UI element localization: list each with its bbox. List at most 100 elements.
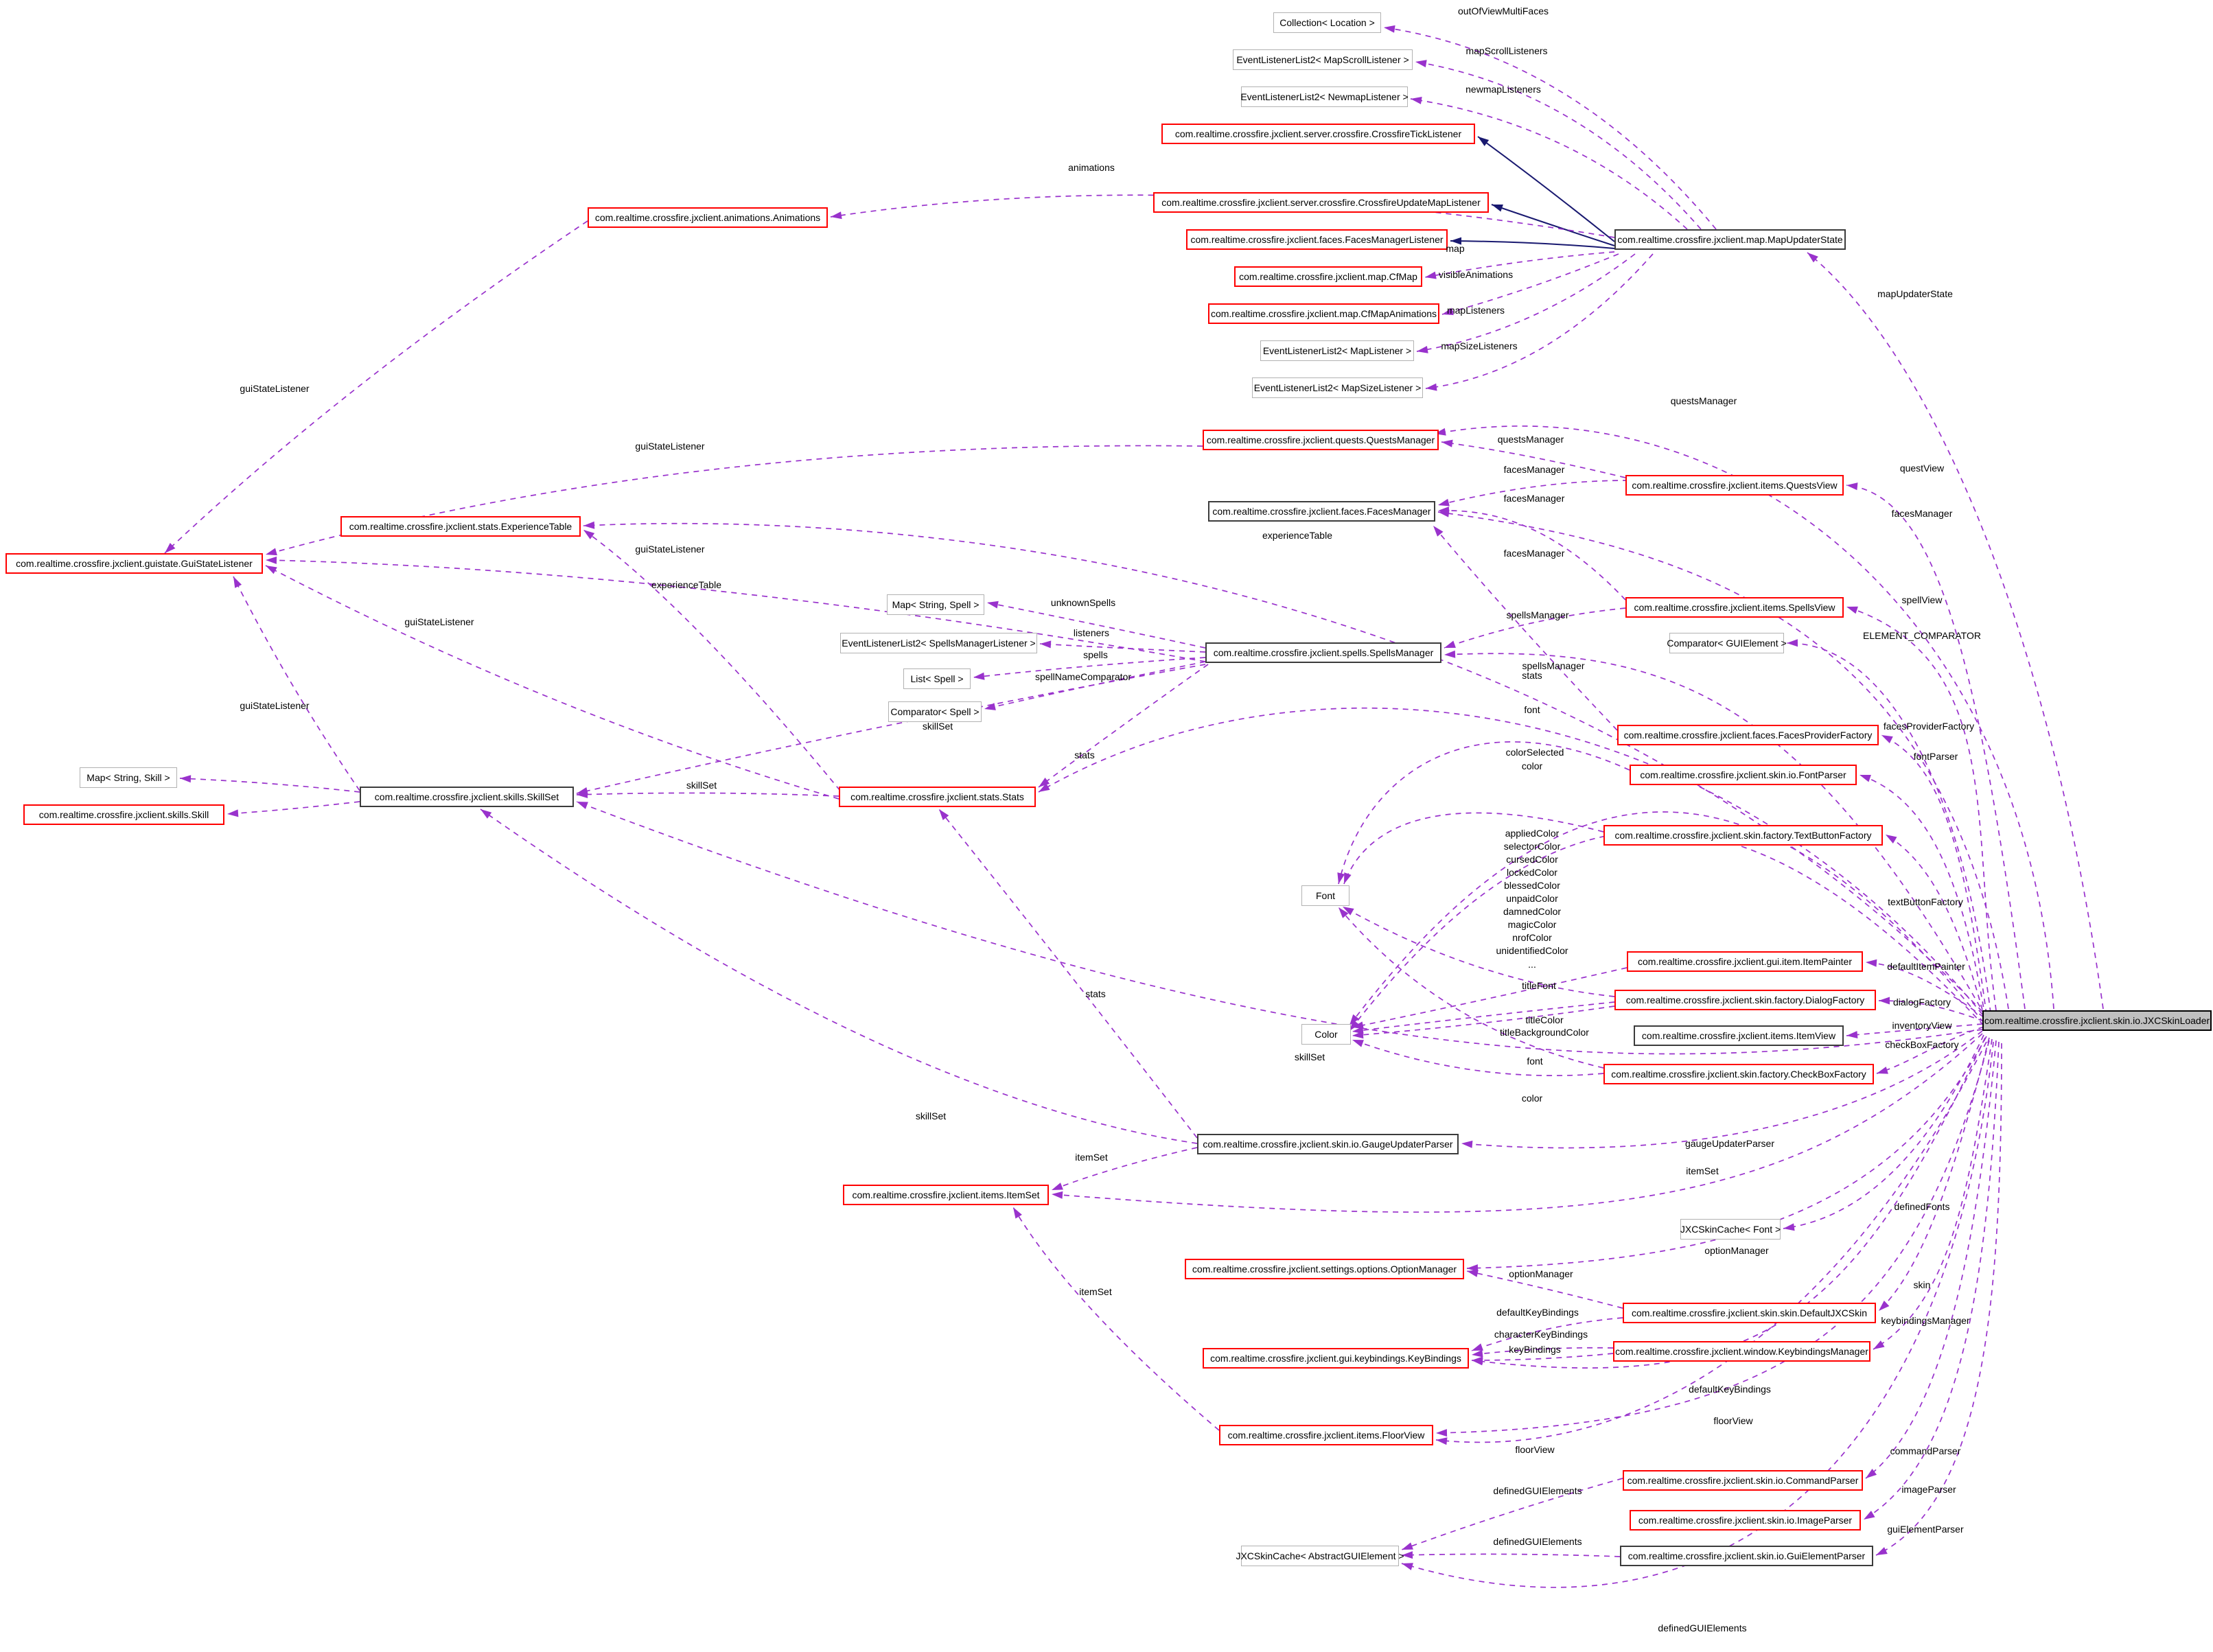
edge-label-animations: animations (1068, 162, 1115, 173)
usage-edge-1 (1415, 61, 1702, 230)
class-node-skillset[interactable]: com.realtime.crossfire.jxclient.skills.S… (360, 787, 574, 807)
arrowhead (1846, 482, 1858, 491)
class-node-jxcskinloader[interactable]: com.realtime.crossfire.jxclient.skin.io.… (1982, 1010, 2212, 1031)
edge-label-floorView: floorView (1515, 1444, 1555, 1455)
class-node-animations[interactable]: com.realtime.crossfire.jxclient.animatio… (588, 207, 828, 228)
class-node-eventlistenerlist2-newmaplistener[interactable]: EventListenerList2< NewmapListener > (1240, 86, 1409, 107)
edge-label-defaultKeyBindings: defaultKeyBindings (1496, 1307, 1579, 1318)
class-node-dialog-factory[interactable]: com.realtime.crossfire.jxclient.skin.fac… (1614, 990, 1876, 1010)
usage-edge-41 (1349, 811, 1984, 1026)
class-node-command-parser[interactable]: com.realtime.crossfire.jxclient.skin.io.… (1623, 1470, 1863, 1491)
arrowhead (266, 566, 277, 574)
usage-edge-24 (1876, 1026, 1984, 1074)
class-node-eventlistenerlist2-spellsmanagerlistener[interactable]: EventListenerList2< SpellsManagerListene… (840, 633, 1037, 653)
class-node-crossfire-tick-listener[interactable]: com.realtime.crossfire.jxclient.server.c… (1161, 124, 1475, 144)
class-node-map-string-skill[interactable]: Map< String, Skill > (80, 767, 177, 788)
edge-label-questsManager: questsManager (1497, 434, 1564, 445)
class-node-gui-state-listener[interactable]: com.realtime.crossfire.jxclient.guistate… (5, 553, 263, 574)
usage-edge-11 (1807, 252, 2104, 1010)
class-node-option-manager[interactable]: com.realtime.crossfire.jxclient.settings… (1185, 1259, 1464, 1279)
class-node-faces-manager[interactable]: com.realtime.crossfire.jxclient.faces.Fa… (1208, 501, 1435, 522)
class-node-eventlistenerlist2-mapscrolllistener[interactable]: EventListenerList2< MapScrollListener > (1233, 49, 1413, 70)
class-node-experience-table[interactable]: com.realtime.crossfire.jxclient.stats.Ex… (340, 516, 581, 537)
usage-edge-59 (984, 661, 1206, 710)
class-node-checkbox-factory[interactable]: com.realtime.crossfire.jxclient.skin.fac… (1603, 1064, 1874, 1084)
edge-label-guiElementParser: guiElementParser (1887, 1524, 1964, 1535)
edge-label-newmapListeners: newmapListeners (1465, 84, 1541, 95)
arrowhead (1415, 60, 1427, 68)
class-node-skill[interactable]: com.realtime.crossfire.jxclient.skills.S… (23, 804, 224, 825)
arrowhead (973, 672, 985, 680)
class-node-keybindings[interactable]: com.realtime.crossfire.jxclient.gui.keyb… (1203, 1348, 1469, 1369)
class-node-cfmap[interactable]: com.realtime.crossfire.jxclient.map.CfMa… (1234, 266, 1422, 287)
arrowhead (1384, 25, 1395, 33)
class-node-eventlistenerlist2-mapsizelistener[interactable]: EventListenerList2< MapSizeListener > (1252, 377, 1423, 398)
edge-label-unknownSpells: unknownSpells (1050, 597, 1116, 608)
arrowhead (1441, 439, 1453, 447)
class-node-comparator-guielement[interactable]: Comparator< GUIElement > (1667, 633, 1787, 653)
edge-label-mapListeners: mapListeners (1446, 305, 1505, 316)
class-node-gauge-updater-parser[interactable]: com.realtime.crossfire.jxclient.skin.io.… (1197, 1134, 1459, 1154)
class-node-floor-view[interactable]: com.realtime.crossfire.jxclient.items.Fl… (1219, 1425, 1433, 1445)
edge-label-facesManager: facesManager (1503, 493, 1565, 504)
arrowhead (577, 787, 588, 795)
class-node-list-spell[interactable]: List< Spell > (903, 668, 971, 689)
arrowhead (1787, 639, 1798, 647)
class-node-font-parser[interactable]: com.realtime.crossfire.jxclient.skin.io.… (1630, 765, 1857, 785)
usage-edge-6 (1424, 251, 1615, 278)
edge-label-stats: stats (1074, 749, 1095, 760)
class-node-comparator-spell[interactable]: Comparator< Spell > (888, 701, 982, 722)
edge-label-definedGUIElements: definedGUIElements (1658, 1622, 1747, 1633)
arrowhead (1472, 1343, 1483, 1351)
class-node-quests-view[interactable]: com.realtime.crossfire.jxclient.items.Qu… (1625, 475, 1844, 496)
class-node-spells-view[interactable]: com.realtime.crossfire.jxclient.items.Sp… (1625, 597, 1844, 618)
class-node-keybindings-manager[interactable]: com.realtime.crossfire.jxclient.window.K… (1613, 1341, 1870, 1362)
arrowhead (165, 543, 176, 553)
class-node-item-set[interactable]: com.realtime.crossfire.jxclient.items.It… (843, 1185, 1049, 1205)
edge-label-defaultKeyBindings: defaultKeyBindings (1689, 1384, 1771, 1395)
usage-edge-43 (1441, 441, 1626, 478)
class-node-cfmap-animations[interactable]: com.realtime.crossfire.jxclient.map.CfMa… (1208, 303, 1439, 324)
class-node-spells-manager[interactable]: com.realtime.crossfire.jxclient.spells.S… (1205, 642, 1441, 663)
arrowhead (1879, 1300, 1890, 1311)
class-node-map-updater-state[interactable]: com.realtime.crossfire.jxclient.map.MapU… (1614, 229, 1846, 250)
class-node-gui-element-parser[interactable]: com.realtime.crossfire.jxclient.skin.io.… (1620, 1546, 1873, 1566)
arrowhead (1425, 271, 1437, 279)
arrowhead (1866, 959, 1877, 967)
class-node-item-painter[interactable]: com.realtime.crossfire.jxclient.gui.item… (1627, 951, 1863, 972)
class-node-faces-manager-listener[interactable]: com.realtime.crossfire.jxclient.faces.Fa… (1186, 229, 1448, 250)
edge-label-skillSet: skillSet (686, 780, 717, 791)
class-node-text-button-factory[interactable]: com.realtime.crossfire.jxclient.skin.fac… (1603, 825, 1883, 846)
class-node-item-view[interactable]: com.realtime.crossfire.jxclient.items.It… (1634, 1025, 1844, 1046)
class-node-default-jxcskin[interactable]: com.realtime.crossfire.jxclient.skin.ski… (1623, 1303, 1876, 1323)
edge-label-titleBackgroundColor: titleBackgroundColor (1500, 1027, 1589, 1038)
class-node-font[interactable]: Font (1301, 885, 1349, 906)
arrowhead (577, 802, 588, 809)
class-node-color[interactable]: Color (1301, 1024, 1351, 1045)
arrowhead (1859, 774, 1871, 782)
class-node-collection-location[interactable]: Collection< Location > (1273, 12, 1381, 33)
arrowhead (1438, 498, 1450, 507)
arrowhead (1807, 253, 1818, 263)
usage-edge-31 (1466, 1036, 1987, 1269)
class-node-crossfire-update-map-listener[interactable]: com.realtime.crossfire.jxclient.server.c… (1153, 192, 1489, 213)
edge-label-guiStateListener: guiStateListener (635, 441, 705, 452)
edge-label-stats: stats (1085, 988, 1106, 999)
class-node-jxcskincache-font[interactable]: JXCSkinCache< Font > (1680, 1219, 1781, 1240)
class-node-image-parser[interactable]: com.realtime.crossfire.jxclient.skin.io.… (1630, 1510, 1861, 1531)
edge-label-selectorColor: selectorColor (1503, 841, 1561, 852)
arrowhead (1442, 307, 1454, 316)
edge-label-optionManager: optionManager (1509, 1268, 1573, 1279)
edge-label-skillSet: skillSet (915, 1110, 947, 1121)
class-node-stats[interactable]: com.realtime.crossfire.jxclient.stats.St… (839, 787, 1036, 807)
class-node-eventlistenerlist2-maplistener[interactable]: EventListenerList2< MapListener > (1260, 340, 1414, 361)
class-node-faces-provider-factory[interactable]: com.realtime.crossfire.jxclient.faces.Fa… (1617, 725, 1879, 745)
class-node-jxcskincache-abstractguielement[interactable]: JXCSkinCache< AbstractGUIElement > (1236, 1546, 1404, 1566)
class-node-quests-manager[interactable]: com.realtime.crossfire.jxclient.quests.Q… (1203, 430, 1439, 450)
edge-label-experienceTable: experienceTable (1262, 530, 1332, 541)
edge-label-textButtonFactory: textButtonFactory (1888, 896, 1963, 907)
usage-edge-13 (1846, 485, 2026, 1010)
edge-label-floorView: floorView (1713, 1415, 1753, 1426)
class-node-map-string-spell[interactable]: Map< String, Spell > (887, 594, 984, 615)
usage-edge-45 (1437, 510, 1626, 601)
